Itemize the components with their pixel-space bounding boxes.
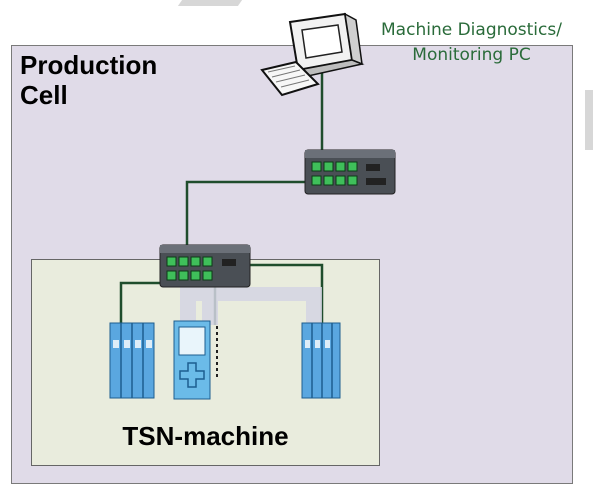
overlay-band-horizontal [180,287,320,301]
desktop-computer-icon [260,12,365,97]
decor-stripe-right [585,90,593,150]
monitoring-pc-label-line2: Monitoring PC [412,45,531,65]
monitoring-pc-label: Machine Diagnostics/ Monitoring PC [350,18,593,68]
tsn-overlay-bands [180,270,322,327]
machine-network-switch-icon [159,244,251,288]
overlay-band-vertical-right [306,287,322,327]
production-cell-title: Production Cell [20,50,158,110]
tsn-machine-title: TSN-machine [122,421,289,451]
link-switch-to-machine-switch [185,180,305,250]
plc-controller-icon [173,320,218,400]
monitoring-pc-label-line1: Machine Diagnostics/ [381,20,562,40]
network-switch-icon [304,149,396,195]
io-module-right-icon [301,322,341,399]
io-module-icon [109,322,155,399]
link-machine-switch-to-io-left [119,281,170,326]
